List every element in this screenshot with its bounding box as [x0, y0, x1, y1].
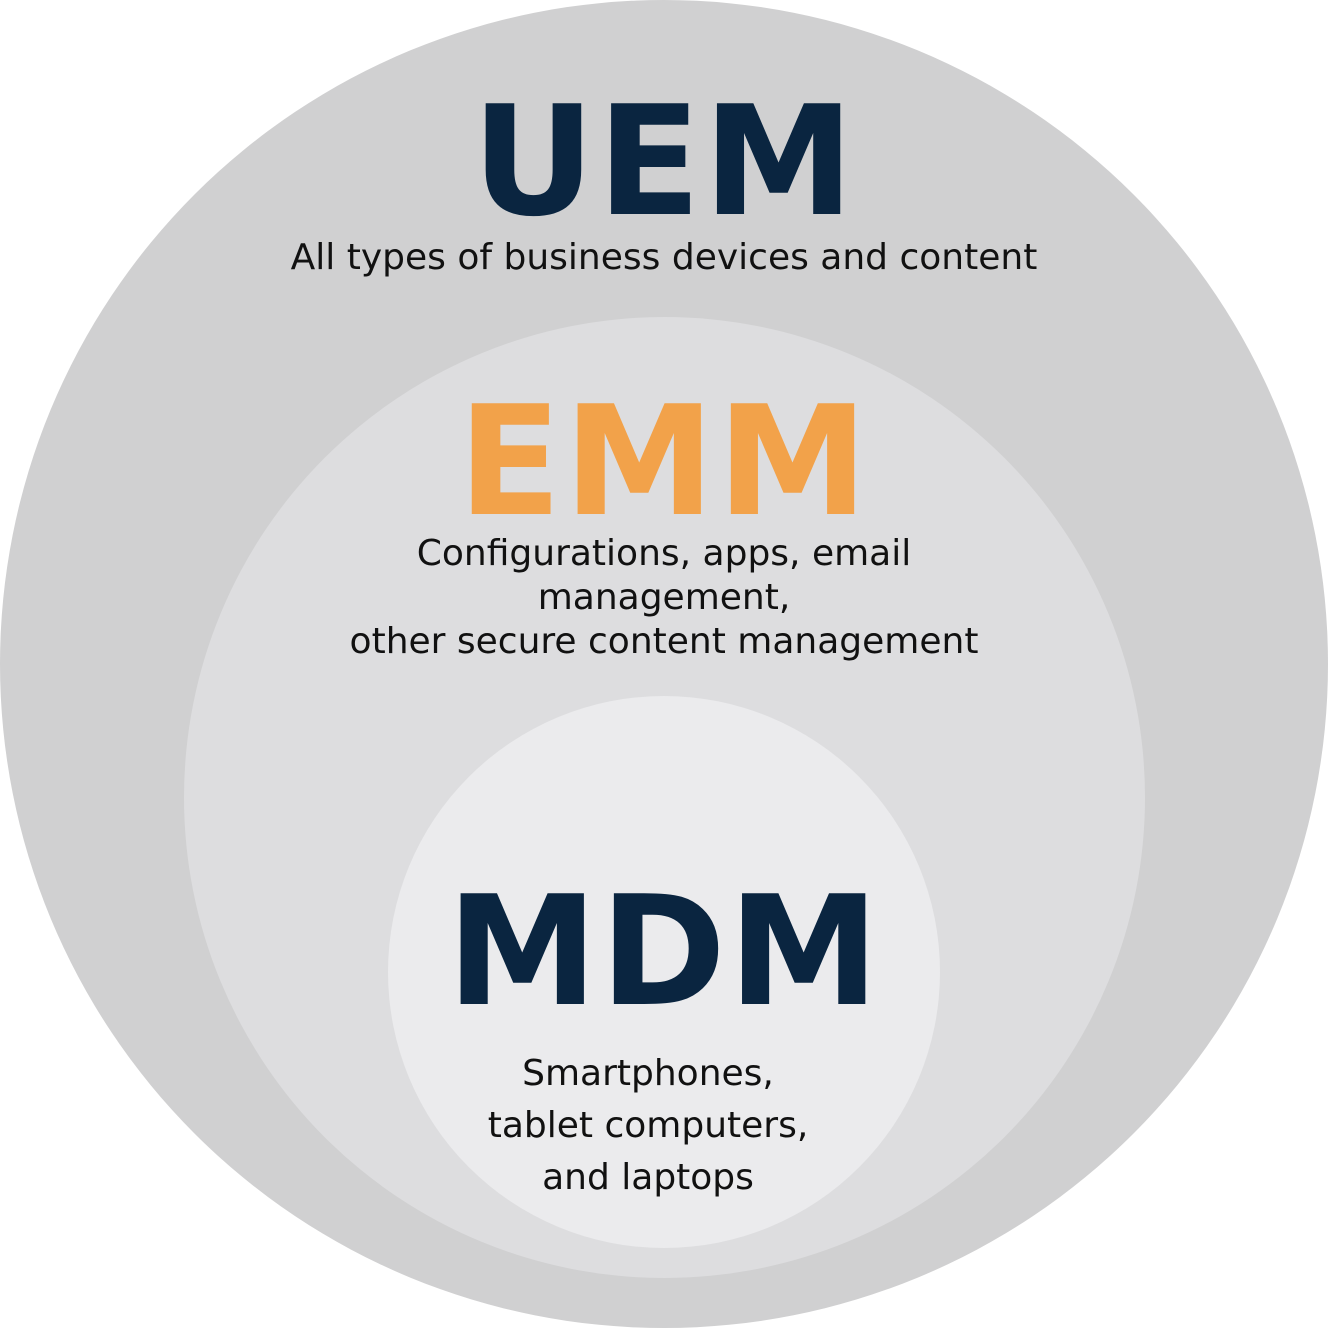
- emm-description-line: Configurations, apps, email: [416, 533, 912, 574]
- mdm-description: Smartphones, tablet computers, and lapto…: [0, 1048, 1312, 1204]
- emm-description-line: management,: [537, 577, 791, 618]
- emm-description-line: other secure content management: [349, 621, 979, 662]
- mdm-circle: [388, 696, 940, 1248]
- uem-title: UEM: [471, 73, 857, 250]
- emm-description: Configurations, apps, email management, …: [0, 532, 1328, 664]
- mdm-description-line: and laptops: [542, 1157, 754, 1198]
- emm-title: EMM: [457, 373, 871, 550]
- mdm-title: MDM: [446, 863, 882, 1040]
- uem-description: All types of business devices and conten…: [290, 237, 1038, 278]
- mdm-description-line: Smartphones,: [522, 1053, 774, 1094]
- mdm-description-line: tablet computers,: [487, 1105, 809, 1146]
